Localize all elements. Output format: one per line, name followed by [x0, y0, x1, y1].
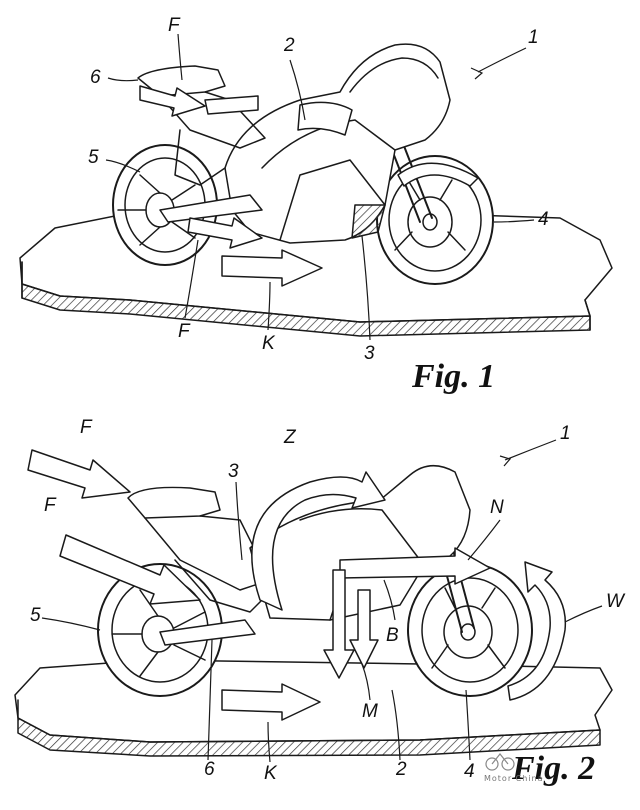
fig1-label-5: 5 [88, 147, 99, 168]
fig2-front-wheel [407, 563, 533, 697]
fig1-label-f-top: F [168, 15, 180, 36]
fig2-arrow-f-mid [59, 534, 201, 605]
fig2-caption: Fig. 2 [512, 750, 596, 787]
fig2-label-n: N [490, 497, 504, 518]
fig2-label-f-top: F [80, 417, 92, 438]
fig2-airflow-arrows [27, 449, 567, 721]
fig1-caption: Fig. 1 [412, 358, 496, 395]
fig2-arrow-k [221, 683, 321, 721]
fig1-label-6: 6 [90, 67, 101, 88]
fig1-label-1: 1 [528, 27, 539, 48]
fig2-ground-slab [14, 659, 613, 757]
fig2-arrow-f-top [27, 449, 131, 499]
fig2-arrow-b [323, 569, 355, 679]
fig2-label-3: 3 [228, 461, 239, 482]
fig1-arrow-f-bottom [187, 217, 263, 249]
fig2-drawing [14, 465, 613, 757]
fig1-front-fork [391, 145, 433, 223]
fig2-label-z: Z [284, 427, 296, 448]
fig2-label-m: M [362, 701, 378, 722]
fig2-label-6: 6 [204, 759, 215, 780]
fig2-label-w: W [606, 591, 624, 612]
fig2-arrow-n [339, 547, 491, 585]
fig2-label-k: K [264, 763, 277, 784]
fig1-label-2: 2 [284, 35, 295, 56]
fig1-label-k: K [262, 333, 275, 354]
fig2-label-4: 4 [464, 761, 475, 782]
fig2-arrow-w [507, 561, 567, 701]
fig1-fairing [224, 43, 451, 244]
fig2-label-b: B [386, 625, 399, 646]
fig2-label-1: 1 [560, 423, 571, 444]
fig1-arrow-air-into-seat [204, 95, 259, 115]
fig1-arrow-f-top [139, 85, 206, 117]
motorcycle-logo-icon [485, 753, 515, 771]
fig2-label-f-mid: F [44, 495, 56, 516]
fig1-drawing [19, 43, 613, 337]
fig2-arrow-z [251, 471, 386, 611]
fig1-seat-tail [137, 65, 266, 186]
fig1-label-3: 3 [364, 343, 375, 364]
fig1-airflow-arrows [139, 85, 323, 287]
fig2-leader-lines [41, 439, 603, 763]
fig2-label-5: 5 [30, 605, 41, 626]
fig1-leader-lines [105, 33, 535, 341]
fig1-swingarm [159, 194, 263, 223]
fig2-label-2: 2 [396, 759, 407, 780]
watermark-text: Motor China [484, 774, 544, 783]
fig1-label-4: 4 [538, 209, 549, 230]
fig1-label-f-bottom: F [178, 321, 190, 342]
fig1-arrow-k [221, 249, 323, 287]
fig2-swingarm [159, 619, 256, 646]
fig1-front-fender [397, 162, 479, 187]
fig2-arrow-b-secondary [349, 589, 379, 669]
